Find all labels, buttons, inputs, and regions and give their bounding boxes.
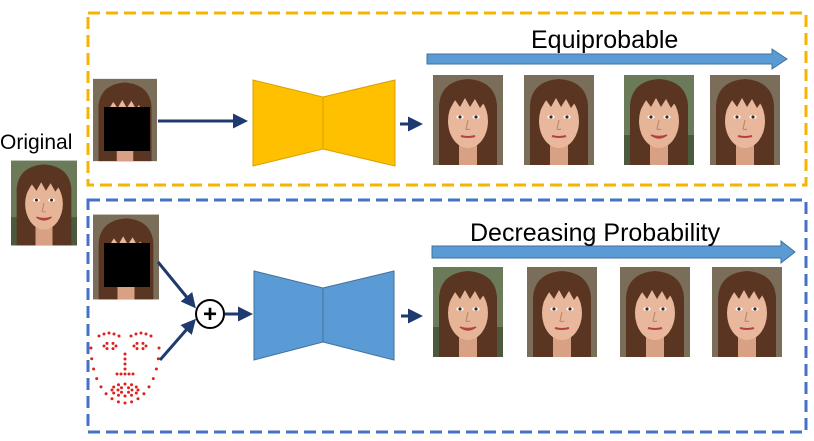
- landmark-dot: [107, 331, 111, 335]
- top-network-encoder: [252, 79, 324, 167]
- landmark-dot: [112, 385, 116, 389]
- landmark-dot: [105, 347, 109, 351]
- landmark-dot: [134, 385, 138, 389]
- top-output-face-4: [710, 75, 780, 165]
- landmark-dot: [102, 344, 106, 348]
- landmark-dot: [123, 382, 127, 386]
- combine-operator-circle: [195, 299, 225, 329]
- landmark-dot: [157, 346, 161, 350]
- landmark-dot: [110, 388, 114, 392]
- landmark-dot: [123, 367, 127, 371]
- bottom-network-encoder: [253, 270, 324, 361]
- landmark-dot: [112, 332, 116, 336]
- landmark-dot: [115, 372, 119, 376]
- bottom-probability-arrow: [431, 239, 796, 265]
- landmark-dot: [120, 390, 123, 394]
- landmark-dot: [130, 383, 133, 387]
- landmark-dot: [117, 393, 120, 397]
- landmark-dot: [127, 372, 131, 376]
- landmark-dot: [131, 372, 135, 376]
- landmark-dot: [127, 386, 130, 390]
- bottom-output-face-3: [620, 266, 690, 358]
- mask-to-combine-arrow: [156, 261, 196, 309]
- bottom-network-decoder: [322, 270, 395, 361]
- landmark-dot: [147, 385, 151, 389]
- landmark-dot: [119, 372, 123, 376]
- landmark-dot: [120, 386, 123, 390]
- landmark-dot: [123, 357, 127, 361]
- landmark-dot: [144, 344, 148, 348]
- landmark-dot: [142, 392, 146, 396]
- decreasing-probability-label: Decreasing Probability: [470, 219, 721, 247]
- top-output-face-3: [624, 75, 694, 165]
- landmark-dot: [92, 367, 96, 371]
- bottom-mask-square: [104, 243, 150, 287]
- landmark-dot: [114, 344, 118, 348]
- landmark-dot: [154, 367, 158, 371]
- bottom-output-face-4: [712, 266, 782, 358]
- landmark-dot: [151, 377, 155, 381]
- landmark-dot: [132, 344, 136, 348]
- landmark-dot: [141, 341, 145, 345]
- landmark-dot: [102, 332, 106, 336]
- landmark-dot: [123, 352, 127, 356]
- original-face-image: [11, 159, 77, 247]
- landmark-dot: [97, 334, 101, 338]
- bottom-output-face-1: [433, 266, 503, 358]
- landmark-dot: [104, 392, 108, 396]
- landmark-dot: [136, 388, 140, 392]
- equiprobable-label: Equiprobable: [531, 26, 679, 54]
- top-probability-arrow: [426, 48, 788, 70]
- landmark-dot: [123, 401, 127, 405]
- landmark-dot: [134, 332, 138, 336]
- top-output-face-1: [433, 75, 503, 165]
- landmark-dot: [134, 391, 138, 395]
- landmark-dot: [105, 341, 109, 345]
- landmark-dot: [136, 397, 140, 401]
- landmark-dot: [123, 394, 127, 398]
- bottom-panel-border: [86, 198, 808, 434]
- landmark-dot: [135, 347, 139, 351]
- landmark-dot: [135, 341, 139, 345]
- top-output-face-2: [524, 75, 594, 165]
- landmark-dot: [130, 393, 133, 397]
- landmark-dot: [129, 334, 133, 338]
- top-panel-border: [86, 11, 808, 187]
- landmark-dot: [156, 357, 160, 361]
- landmark-dot: [89, 346, 93, 350]
- landmark-dot: [111, 341, 115, 345]
- landmark-dot: [130, 388, 134, 392]
- landmark-dot: [123, 372, 127, 376]
- landmark-dot: [116, 388, 120, 392]
- landmark-dot: [130, 400, 134, 404]
- landmark-dot: [149, 334, 153, 338]
- landmark-dot: [111, 347, 115, 351]
- top-mask-square: [104, 107, 150, 151]
- landmark-dot: [123, 362, 127, 366]
- combine-operator-symbol: +: [203, 301, 217, 328]
- top-network-decoder: [322, 79, 396, 167]
- landmark-dot: [141, 347, 145, 351]
- facial-landmarks-image: [89, 331, 161, 405]
- original-label: Original: [0, 131, 73, 154]
- landmark-dot: [116, 400, 120, 404]
- bottom-output-face-2: [527, 266, 597, 358]
- landmark-dot: [95, 377, 99, 381]
- landmark-dot: [112, 391, 116, 395]
- landmark-dot: [99, 385, 103, 389]
- landmark-dot: [144, 332, 148, 336]
- landmark-dot: [90, 357, 94, 361]
- landmark-dot: [139, 331, 143, 335]
- landmark-dot: [117, 383, 120, 387]
- landmark-dot: [117, 334, 121, 338]
- landmarks-to-combine-arrow: [158, 318, 196, 361]
- landmark-dot: [110, 397, 114, 401]
- landmark-dot: [127, 390, 130, 394]
